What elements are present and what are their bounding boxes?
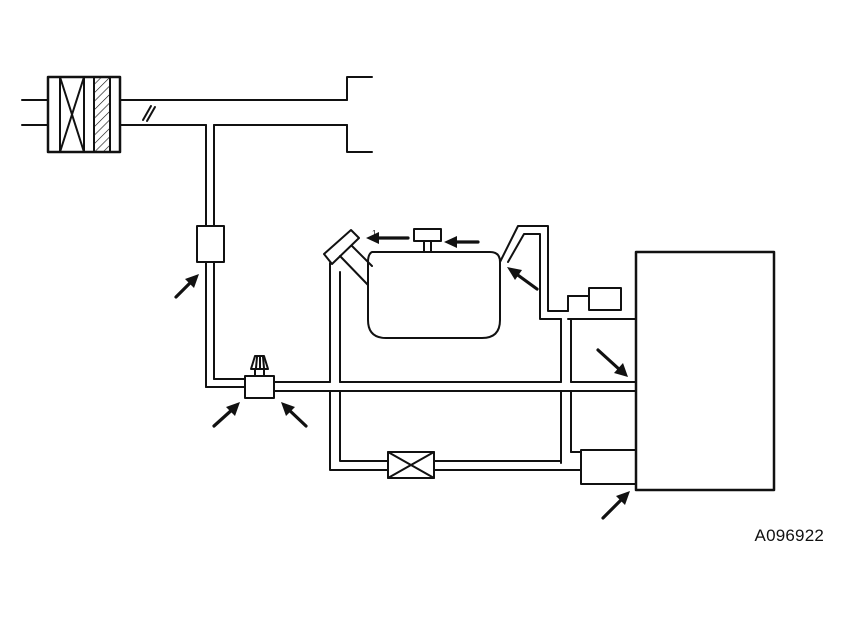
charcoal-canister-icon bbox=[634, 250, 776, 492]
callout-arrows bbox=[174, 232, 630, 520]
intake-manifold-icon bbox=[119, 76, 373, 153]
pressure-sensor-icon bbox=[588, 287, 622, 311]
callout-arrow bbox=[366, 232, 410, 244]
fuel-tank-icon bbox=[367, 251, 501, 339]
tank-valve-icon bbox=[413, 228, 442, 253]
vent-tube bbox=[499, 225, 590, 320]
purge-hose bbox=[205, 124, 246, 388]
callout-arrow bbox=[596, 348, 628, 377]
check-valve-icon bbox=[387, 451, 435, 479]
return-line bbox=[329, 262, 582, 471]
filter-cartridge-icon bbox=[21, 75, 122, 154]
callout-arrow bbox=[281, 402, 308, 428]
purge-line bbox=[273, 381, 637, 392]
callout-arrow bbox=[507, 267, 539, 291]
callout-arrow bbox=[444, 236, 480, 248]
canister-feed bbox=[560, 318, 637, 464]
callout-arrow bbox=[601, 491, 630, 520]
small-marker: 1 bbox=[372, 229, 377, 238]
callout-arrow bbox=[174, 274, 199, 299]
filler-neck-icon bbox=[323, 229, 373, 286]
callout-arrow bbox=[212, 402, 240, 428]
figure-reference-code: A096922 bbox=[754, 526, 824, 545]
solenoid-valve-icon bbox=[244, 355, 275, 399]
vent-valve-icon bbox=[580, 449, 637, 485]
inline-filter-icon bbox=[196, 225, 225, 263]
